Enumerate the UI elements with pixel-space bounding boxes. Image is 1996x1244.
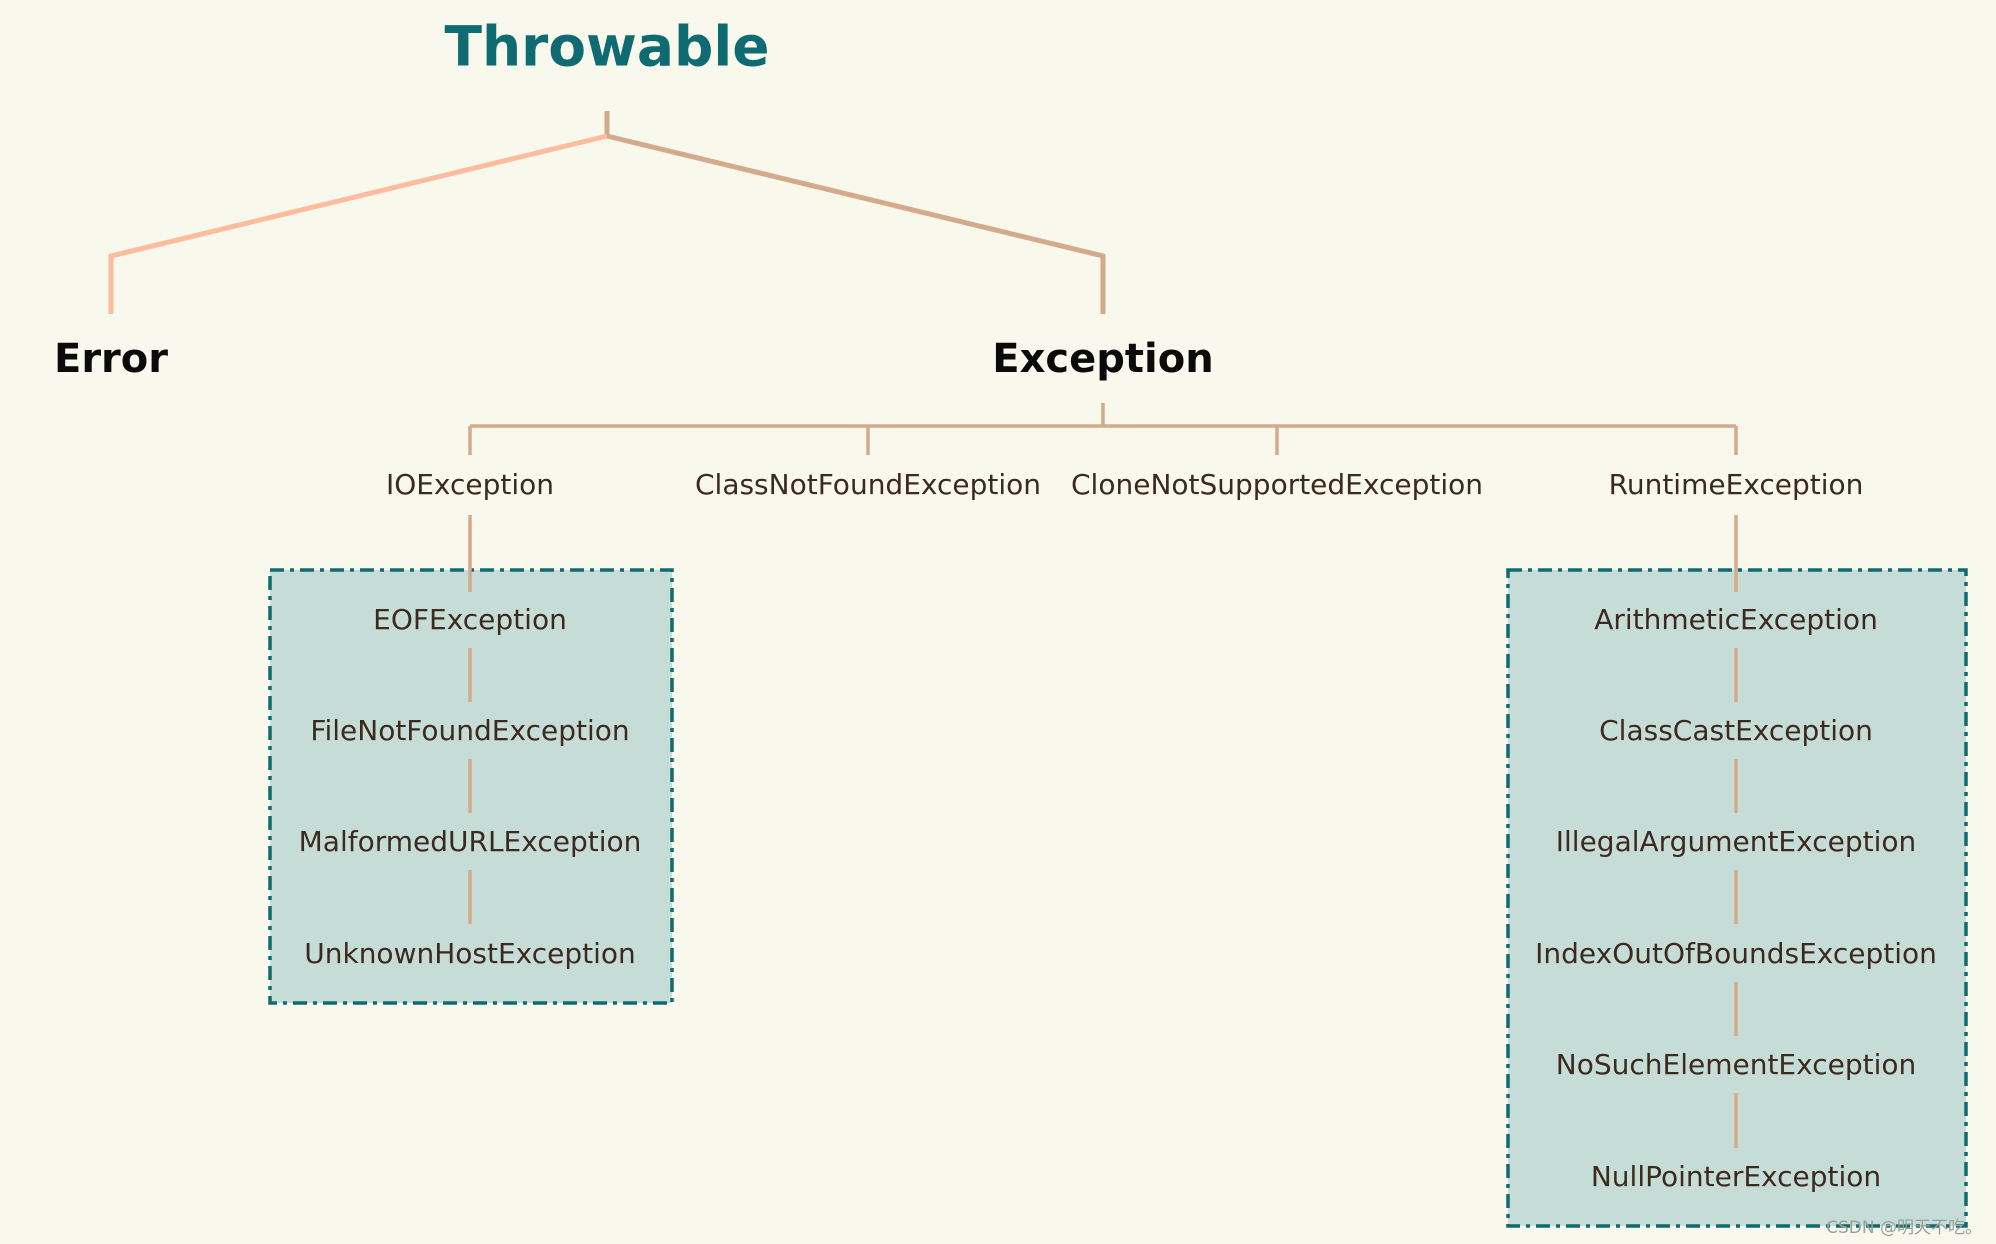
node-error: Error bbox=[54, 336, 168, 382]
runtime-group-border bbox=[1506, 568, 1968, 1228]
error-branch-line bbox=[108, 133, 608, 314]
node-indexoutofboundsexception: IndexOutOfBoundsException bbox=[1535, 937, 1937, 970]
node-ioexception: IOException bbox=[385, 468, 555, 501]
node-eofexception: EOFException bbox=[373, 603, 567, 636]
node-illegalargumentexception: IllegalArgumentException bbox=[1555, 825, 1917, 858]
node-unknownhostexception: UnknownHostException bbox=[304, 937, 636, 970]
node-nosuchelementexception: NoSuchElementException bbox=[1555, 1048, 1917, 1081]
node-classnotfoundexception: ClassNotFoundException bbox=[694, 468, 1042, 501]
node-malformedurlexception: MalformedURLException bbox=[298, 825, 642, 858]
exception-branch-line bbox=[606, 133, 1106, 314]
node-classcastexception: ClassCastException bbox=[1599, 714, 1873, 747]
node-nullpointerexception: NullPointerException bbox=[1590, 1160, 1882, 1193]
node-arithmeticexception: ArithmeticException bbox=[1594, 603, 1878, 636]
node-clonenotsupportedexception: CloneNotSupportedException bbox=[1071, 468, 1483, 501]
node-exception: Exception bbox=[992, 336, 1214, 382]
node-runtimeexception: RuntimeException bbox=[1608, 468, 1864, 501]
node-filenotfoundexception: FileNotFoundException bbox=[310, 714, 630, 747]
node-throwable: Throwable bbox=[444, 14, 770, 79]
watermark-text: CSDN @明天不吃。 bbox=[1826, 1218, 1982, 1238]
